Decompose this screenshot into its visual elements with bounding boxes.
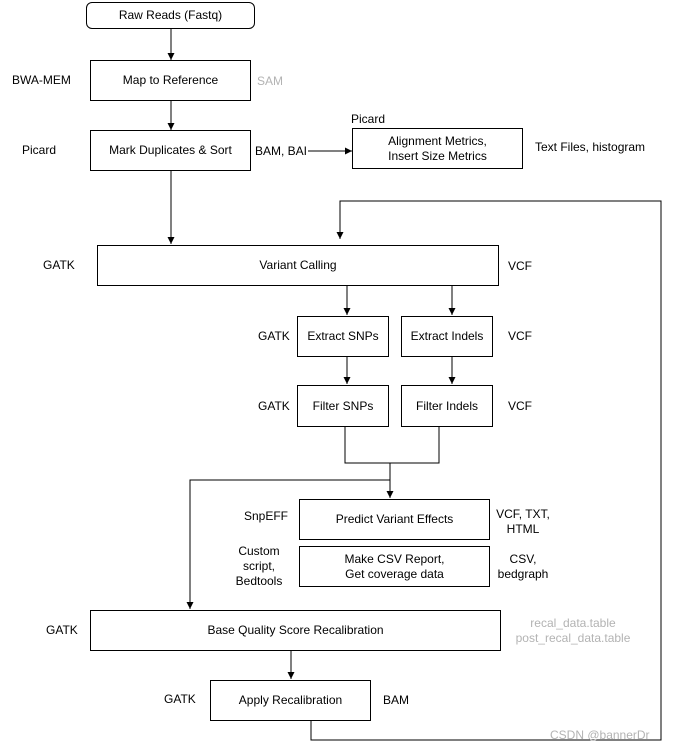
watermark: CSDN @bannerDr — [550, 728, 650, 742]
tool-label-gatk-bqsr: GATK — [46, 623, 78, 637]
node-filter-snps: Filter SNPs — [297, 385, 389, 427]
node-mark-duplicates-label: Mark Duplicates & Sort — [109, 143, 232, 157]
arrow-loop-back — [310, 200, 662, 741]
node-raw-reads: Raw Reads (Fastq) — [86, 2, 255, 29]
node-map-reference-label: Map to Reference — [122, 73, 219, 87]
node-filter-indels-label: Filter Indels — [415, 398, 479, 413]
output-label-vcf-extract: VCF — [508, 329, 532, 343]
node-variant-calling-label: Variant Calling — [259, 258, 337, 272]
node-extract-indels: Extract Indels — [401, 316, 493, 357]
node-predict-effects: Predict Variant Effects — [299, 499, 490, 540]
node-extract-snps-label: Extract SNPs — [307, 329, 379, 343]
node-map-reference: Map to Reference — [90, 60, 251, 101]
output-label-bam: BAM — [383, 693, 410, 707]
tool-label-snpeff: SnpEFF — [244, 509, 289, 523]
node-extract-indels-label: Extract Indels — [410, 329, 484, 343]
node-variant-calling: Variant Calling — [97, 245, 499, 286]
node-raw-reads-label: Raw Reads (Fastq) — [118, 8, 223, 22]
node-alignment-metrics-label: Alignment Metrics, Insert Size Metrics — [388, 133, 487, 163]
tool-label-picard-metrics: Picard — [351, 112, 386, 126]
node-apply-recalibration-label: Apply Recalibration — [238, 693, 343, 707]
tool-label-gatk-extract: GATK — [258, 329, 290, 343]
tool-label-gatk-apply: GATK — [164, 692, 196, 706]
merge-line — [344, 427, 440, 464]
output-label-vcf-filter: VCF — [508, 399, 532, 413]
output-label-text-files: Text Files, histogram — [535, 140, 646, 154]
tool-label-bwa-mem: BWA-MEM — [12, 73, 71, 87]
output-label-csv-bedgraph: CSV, bedgraph — [497, 552, 549, 581]
output-label-sam: SAM — [257, 74, 284, 88]
node-filter-indels: Filter Indels — [401, 385, 493, 427]
tool-label-custom-script: Custom script, Bedtools — [235, 544, 283, 588]
node-apply-recalibration: Apply Recalibration — [210, 680, 371, 721]
node-mark-duplicates: Mark Duplicates & Sort — [90, 130, 251, 171]
node-filter-snps-label: Filter SNPs — [312, 398, 374, 413]
output-label-bam-bai: BAM, BAI — [255, 144, 308, 158]
arrow-merge-to-bqsr — [186, 479, 390, 609]
tool-label-picard-dup: Picard — [22, 143, 57, 157]
node-extract-snps: Extract SNPs — [297, 316, 389, 357]
node-predict-effects-label: Predict Variant Effects — [335, 512, 454, 526]
node-csv-report-label: Make CSV Report, Get coverage data — [344, 551, 445, 581]
tool-label-gatk-calling: GATK — [43, 258, 75, 272]
output-label-recal-tables: recal_data.table post_recal_data.table — [515, 616, 631, 645]
node-bqsr: Base Quality Score Recalibration — [90, 610, 501, 651]
node-alignment-metrics: Alignment Metrics, Insert Size Metrics — [352, 128, 523, 169]
output-label-vcf-txt-html: VCF, TXT, HTML — [496, 507, 550, 536]
tool-label-gatk-filter: GATK — [258, 399, 290, 413]
node-csv-report: Make CSV Report, Get coverage data — [299, 546, 490, 587]
node-bqsr-label: Base Quality Score Recalibration — [207, 623, 384, 637]
output-label-vcf-calling: VCF — [508, 259, 532, 273]
